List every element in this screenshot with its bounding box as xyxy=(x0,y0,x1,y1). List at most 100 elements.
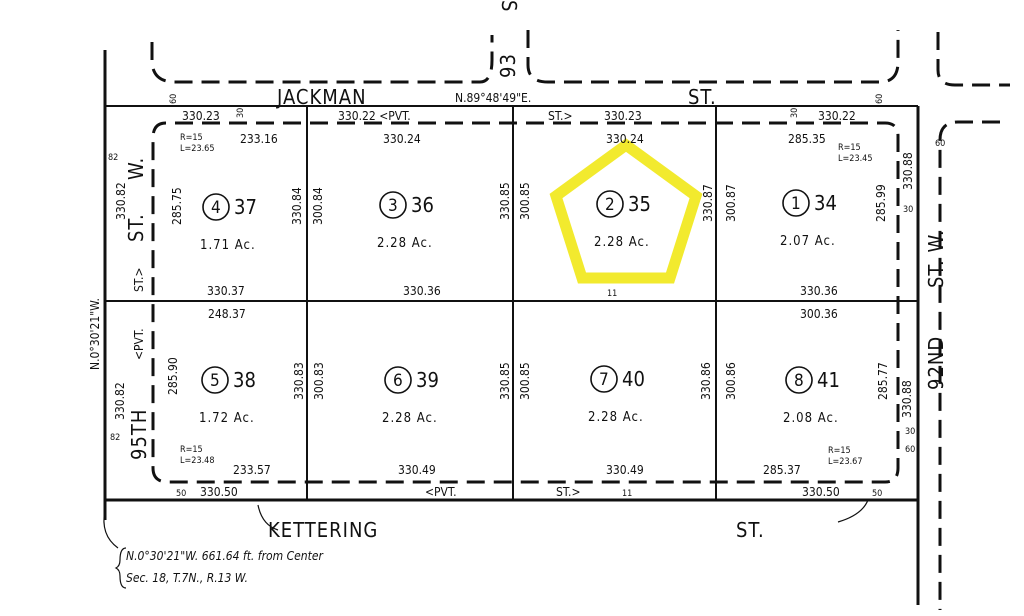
curve-radius: R=15 xyxy=(828,446,851,456)
east-street-outline xyxy=(938,120,1000,610)
dimension-label: 285.77 xyxy=(876,362,890,400)
lot-number-circle xyxy=(379,191,407,219)
lot-area: 2.28 Ac. xyxy=(377,236,433,251)
lot-5: 5 38 1.72 Ac. xyxy=(199,366,256,426)
dimension-label: 330.85 xyxy=(498,362,512,400)
street-outlines xyxy=(150,30,1010,610)
dimension-label: 330.50 xyxy=(200,485,238,499)
lot-number: 1 xyxy=(791,194,801,214)
highlight-pentagon xyxy=(549,138,703,284)
lot-area: 2.28 Ac. xyxy=(382,411,438,426)
curve-annotation: R=15L=23.67 xyxy=(828,446,862,467)
curve-radius: R=15 xyxy=(838,143,861,153)
dimension-label: 248.37 xyxy=(208,307,246,321)
note-line-2: Sec. 18, T.7N., R.13 W. xyxy=(126,571,248,585)
curve-annotation: R=15L=23.48 xyxy=(180,445,214,466)
parcel-number: 41 xyxy=(817,368,840,392)
lot-number-circle xyxy=(785,366,813,394)
dimension-label: 330.88 xyxy=(901,152,915,190)
dimension-label: 330.36 xyxy=(403,284,441,298)
curve-radius: R=15 xyxy=(180,133,203,143)
lot-4: 4 37 1.71 Ac. xyxy=(200,193,257,253)
note-leader xyxy=(103,509,119,549)
dimension-label: 285.90 xyxy=(166,357,180,395)
dimension-label: 330.22 <PVT. xyxy=(338,109,411,123)
parcel-number: 39 xyxy=(416,368,439,392)
dimension-label: 11 xyxy=(607,289,617,299)
dimension-label: 330.49 xyxy=(606,463,644,477)
dimension-label: 285.99 xyxy=(874,184,888,222)
dimension-label: 330.85 xyxy=(498,182,512,220)
kettering-east-leader xyxy=(837,499,869,523)
dimension-label: 285.35 xyxy=(788,132,826,146)
lot-number-circle xyxy=(201,366,229,394)
dimension-label: 330.83 xyxy=(292,362,306,400)
lot-number-circle xyxy=(384,366,412,394)
dimension-label: 330.23 xyxy=(604,109,642,123)
parcel-lines xyxy=(103,50,920,605)
kettering-street-label: KETTERING xyxy=(268,518,378,542)
private-street-easement xyxy=(151,121,900,484)
dimension-label: 50 xyxy=(872,489,882,499)
dimension-label: 60 xyxy=(875,94,885,104)
location-note: N.0°30'21"W. 661.64 ft. from Center Sec.… xyxy=(103,499,869,589)
east-street-number: 92ND xyxy=(924,336,948,390)
dimension-label: 330.50 xyxy=(802,485,840,499)
parcel-number: 38 xyxy=(233,368,256,392)
west-street-st: ST. xyxy=(124,213,148,242)
dimension-label: 330.36 xyxy=(800,284,838,298)
note-line-1: N.0°30'21"W. 661.64 ft. from Center xyxy=(126,549,323,563)
curve-annotation: R=15L=23.65 xyxy=(180,133,214,154)
dimension-label: 330.49 xyxy=(398,463,436,477)
dimension-label: <PVT. xyxy=(425,485,457,499)
curve-length: L=23.45 xyxy=(838,154,872,164)
cross-street-top: S xyxy=(497,0,521,12)
dimension-label: 300.85 xyxy=(518,362,532,400)
lot-area: 2.28 Ac. xyxy=(588,410,644,425)
dimension-label: 30 xyxy=(790,108,800,118)
parcel-number: 37 xyxy=(234,195,257,219)
dimension-label: 30 xyxy=(903,205,913,215)
dimension-label: 330.82 xyxy=(113,382,127,420)
lot-area: 1.72 Ac. xyxy=(199,411,255,426)
dimension-label: 233.57 xyxy=(233,463,271,477)
dimension-label: 300.85 xyxy=(518,182,532,220)
dimension-label: 285.37 xyxy=(763,463,801,477)
dimension-label: 330.24 xyxy=(383,132,421,146)
dimension-label: 50 xyxy=(176,489,186,499)
west-street-number: 95TH xyxy=(127,409,151,460)
lot-number: 4 xyxy=(211,198,221,218)
dimension-label: 233.16 xyxy=(240,132,278,146)
dimension-label: 30 xyxy=(236,108,246,118)
dimension-label: 330.82 xyxy=(114,182,128,220)
west-private-open: <PVT. xyxy=(132,328,146,360)
dimension-label: 300.87 xyxy=(724,184,738,222)
kettering-leader xyxy=(257,504,279,531)
lot-number: 5 xyxy=(210,371,220,391)
street-labels: JACKMAN ST. N.89°48'49"E. 93 S KETTERING… xyxy=(88,0,948,542)
lot-area: 1.71 Ac. xyxy=(200,238,256,253)
curve-length: L=23.65 xyxy=(180,144,214,154)
east-street-st-w: ST. W. xyxy=(924,229,948,288)
dimension-label: 330.88 xyxy=(900,380,914,418)
note-brace xyxy=(114,547,127,589)
dimension-label: ST.> xyxy=(556,485,581,499)
lot-area: 2.08 Ac. xyxy=(783,411,839,426)
dimension-label: ST.> xyxy=(548,109,573,123)
parcel-number: 34 xyxy=(814,191,837,215)
parcel-number: 36 xyxy=(411,193,434,217)
dimension-label: 60 xyxy=(935,139,945,149)
jackman-street-suffix: ST. xyxy=(688,85,717,109)
jackman-street-label: JACKMAN xyxy=(276,85,367,109)
north-east-street-outline xyxy=(526,30,900,84)
lot-number: 6 xyxy=(393,371,403,391)
dimension-label: 330.86 xyxy=(699,362,713,400)
lot-area: 2.07 Ac. xyxy=(780,234,836,249)
lot-number-circle xyxy=(782,189,810,217)
